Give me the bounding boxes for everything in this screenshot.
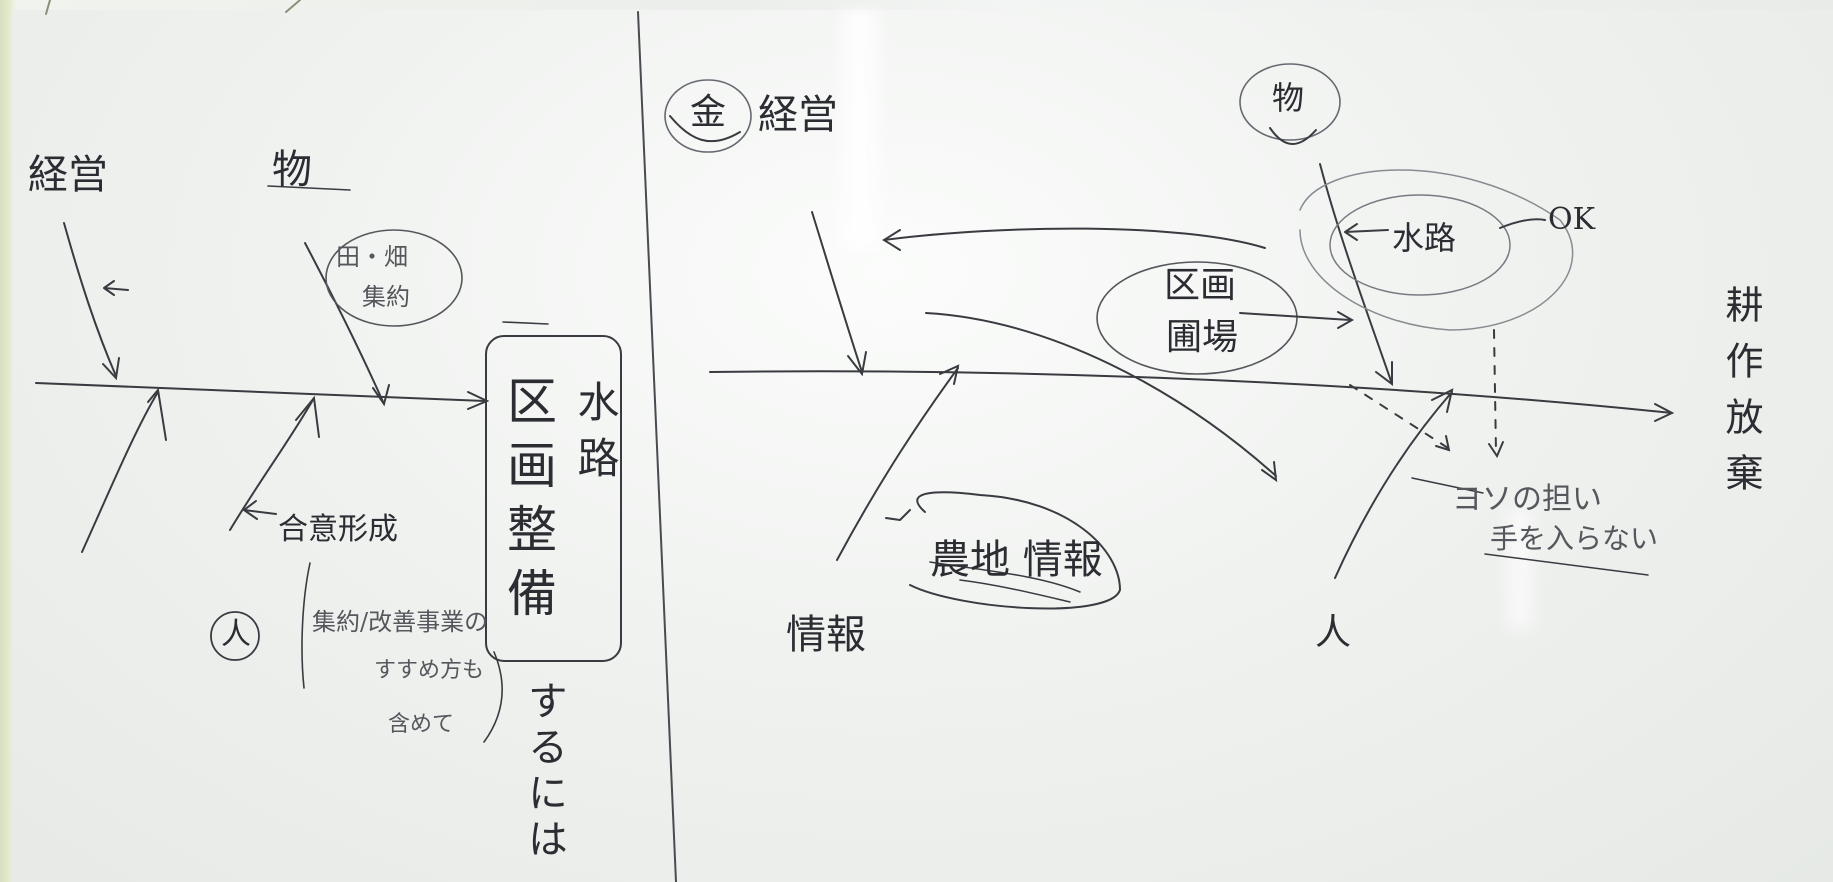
right-goal-kousaku-houki: 耕作放棄 <box>1719 285 1763 509</box>
left-note-line1: 集約/改善事業の <box>312 608 489 636</box>
left-label-mono: 物 <box>272 147 312 193</box>
left-goal-kukaku: 区画整備 <box>499 375 557 631</box>
right-label-mono: 物 <box>1272 79 1305 117</box>
right-spine <box>709 370 1673 414</box>
right-label-suiro: 水路 <box>1392 219 1457 257</box>
right-label-hito: 人 <box>1315 612 1352 653</box>
left-note-line2: すすめ方も <box>374 658 485 683</box>
right-label-keiei: 経営 <box>758 92 838 138</box>
left-label-keiei: 経営 <box>28 152 108 198</box>
left-label-shuyaku: 集約 <box>362 283 410 311</box>
right-label-hojo: 圃場 <box>1166 317 1239 358</box>
left-label-goi: 合意形成 <box>278 512 398 547</box>
divider-line <box>637 11 677 882</box>
left-label-hito: 人 <box>221 617 251 652</box>
left-label-tahata: 田・畑 <box>336 243 408 271</box>
kukaku-ellipse <box>1096 261 1298 375</box>
left-goal-box <box>485 335 622 662</box>
right-label-nochi-joho: 農地 情報 <box>930 537 1103 583</box>
right-note-line2: 手を入らない <box>1490 522 1659 555</box>
whiteboard <box>12 10 1833 882</box>
left-spine <box>35 382 486 402</box>
left-suru-niwa: するには <box>521 680 567 864</box>
right-label-kin: 金 <box>690 92 727 133</box>
light-reflection <box>830 10 890 250</box>
right-label-ok: OK <box>1548 202 1596 237</box>
right-note-line1: ヨソの担い <box>1452 482 1602 517</box>
right-label-kukaku: 区画 <box>1164 265 1237 306</box>
left-goal-suiro: 水路 <box>571 380 620 492</box>
light-reflection <box>1500 510 1540 630</box>
right-label-joho: 情報 <box>786 612 866 658</box>
left-note-line3: 含めて <box>388 712 455 737</box>
